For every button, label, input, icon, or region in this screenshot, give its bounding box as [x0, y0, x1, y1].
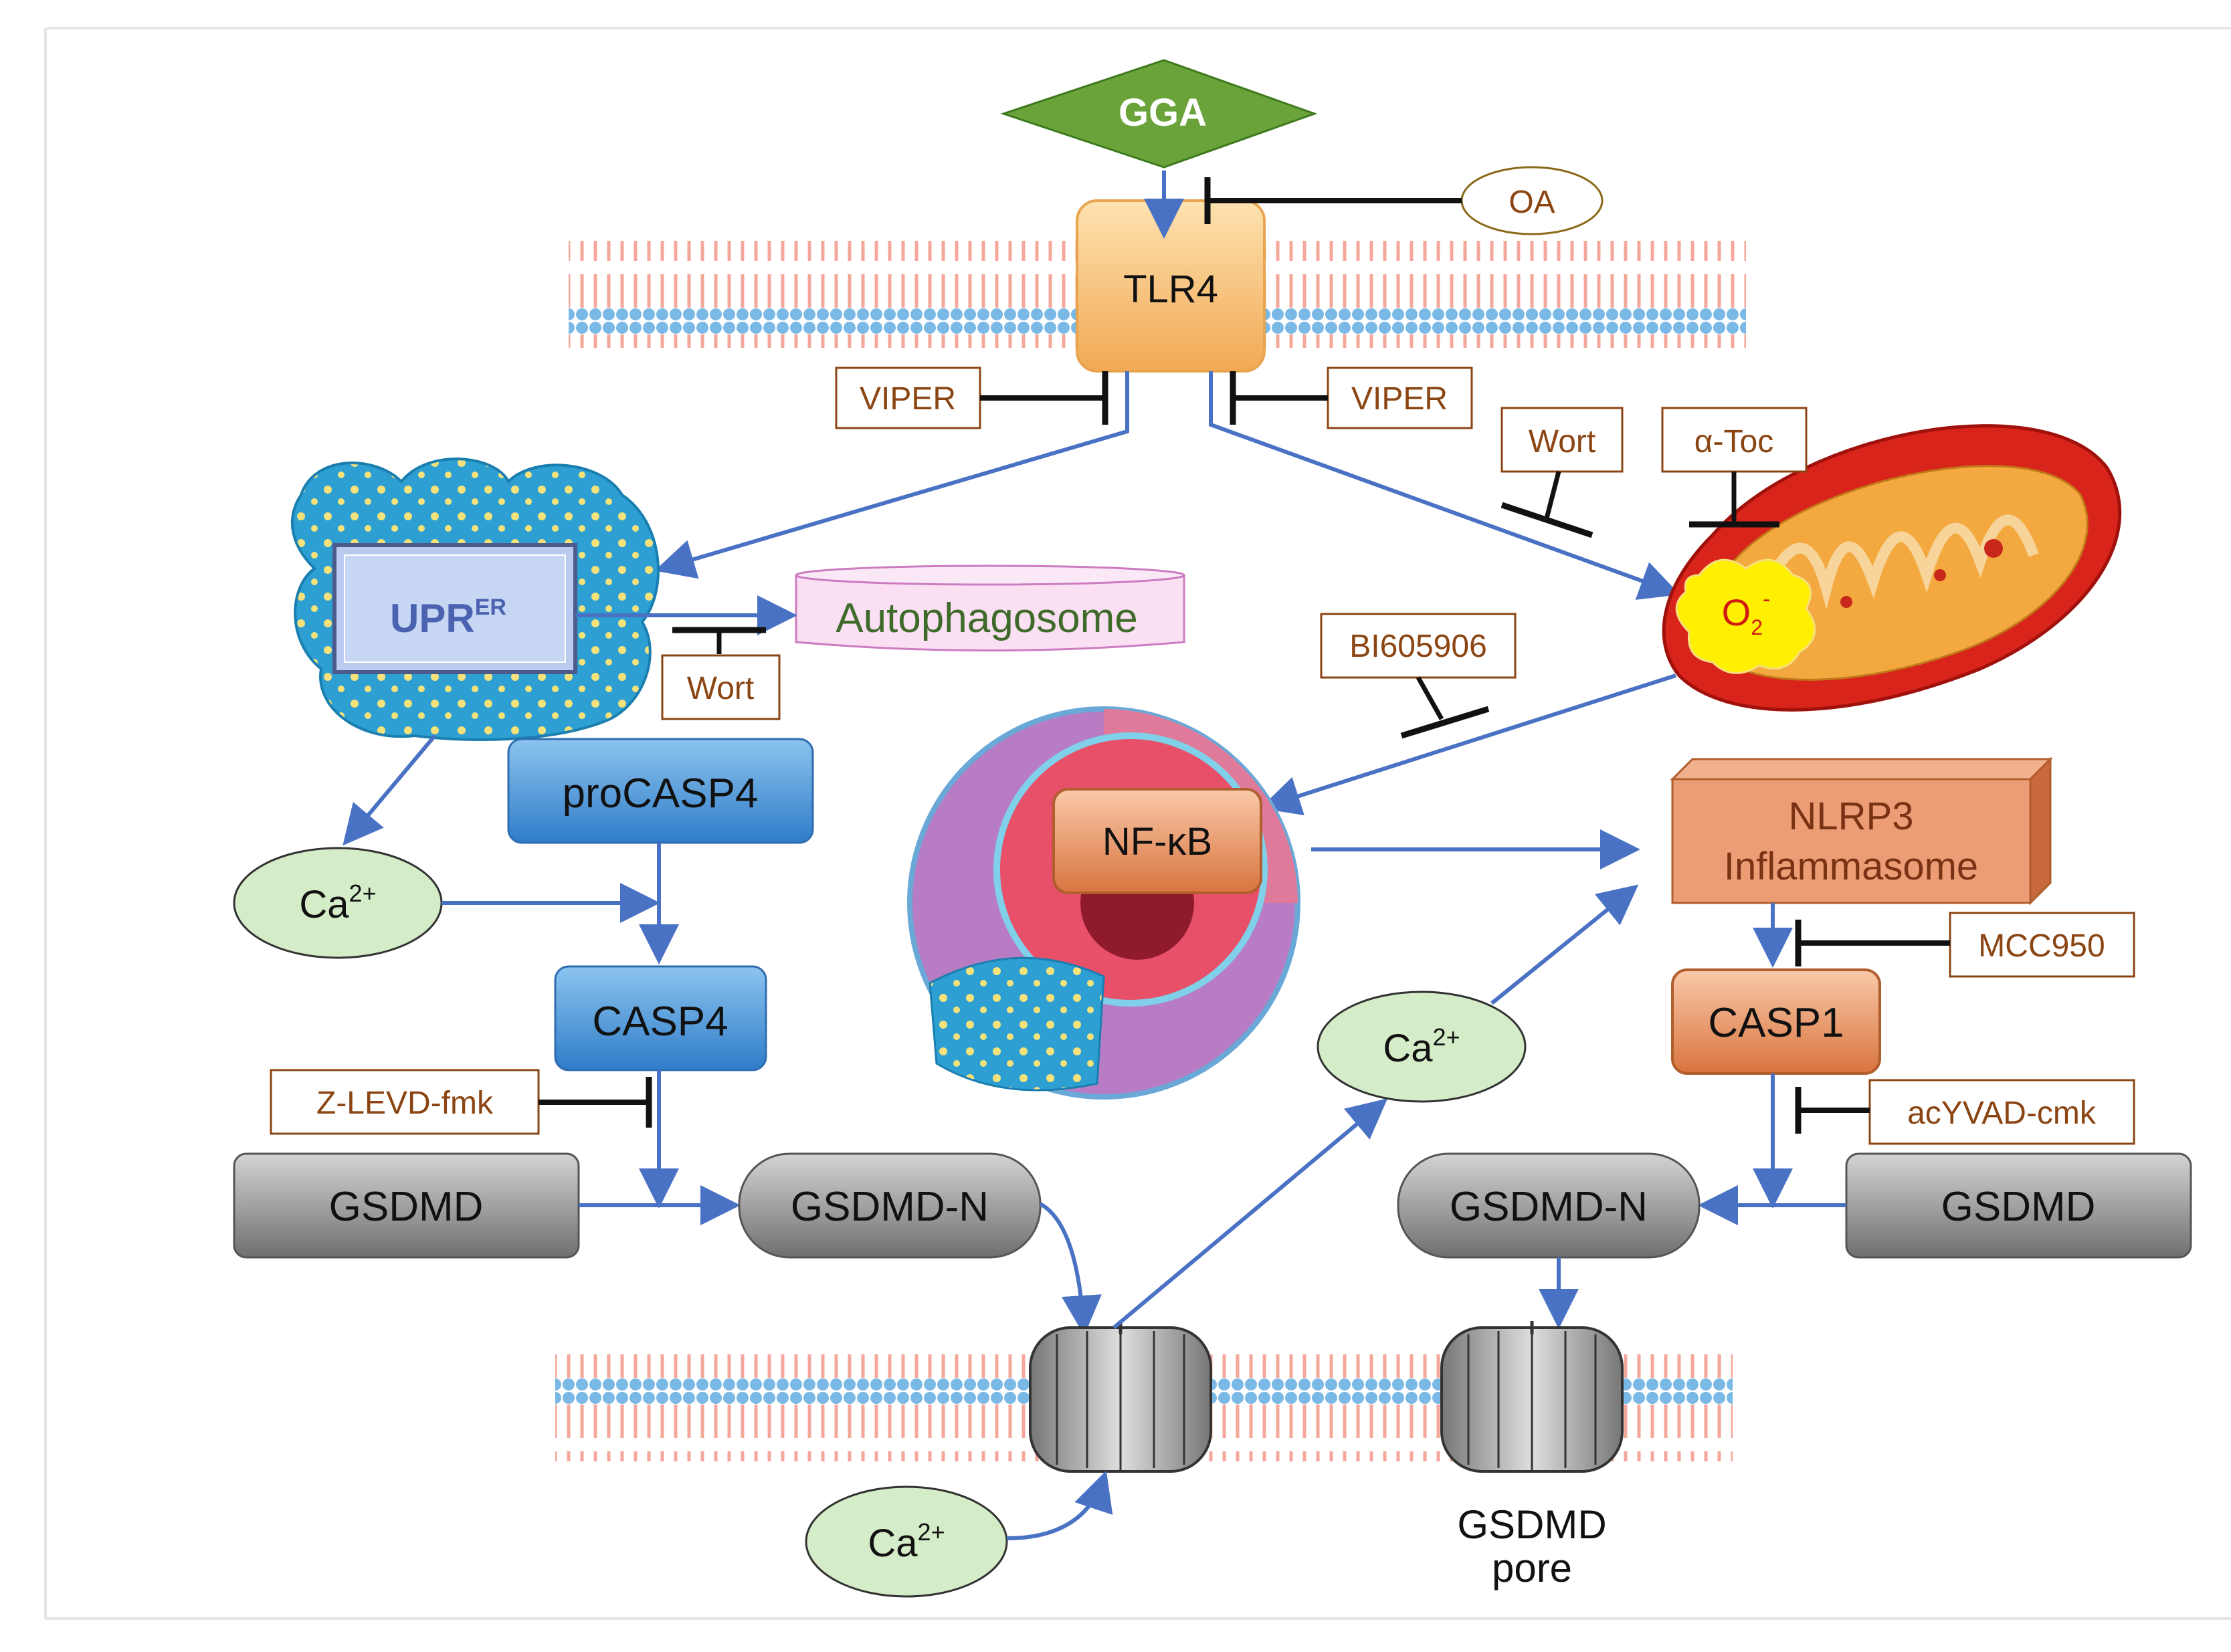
svg-text:GSDMD-N: GSDMD-N [1450, 1184, 1648, 1230]
gsdmd-pore-left [1029, 1321, 1212, 1473]
pore-label-line2: pore [1492, 1546, 1572, 1590]
ca-mid: Ca2+ [1317, 991, 1527, 1103]
procasp4-box: proCASP4 [507, 738, 814, 844]
svg-text:TLR4: TLR4 [1123, 268, 1218, 311]
svg-text:MCC950: MCC950 [1978, 928, 2105, 964]
svg-text:OA: OA [1509, 185, 1555, 220]
svg-text:α-Toc: α-Toc [1694, 424, 1773, 459]
mito-to-nfkb-arrow [1260, 674, 1676, 815]
bi605906-box: BI605906 [1320, 613, 1517, 679]
wort-mito-box: Wort [1500, 407, 1624, 473]
svg-text:CASP1: CASP1 [1708, 1000, 1844, 1046]
viper-right-box: VIPER [1327, 367, 1473, 429]
svg-text:Ca2+: Ca2+ [1383, 1023, 1460, 1070]
ca-left: Ca2+ [233, 847, 443, 959]
svg-text:Z-LEVD-fmk: Z-LEVD-fmk [316, 1086, 494, 1121]
svg-text:acYVAD-cmk: acYVAD-cmk [1907, 1096, 2097, 1131]
svg-text:Ca2+: Ca2+ [299, 880, 376, 926]
nlrp3-inflammasome: NLRP3 Inflammasome [1670, 756, 2053, 906]
svg-text:proCASP4: proCASP4 [563, 770, 759, 817]
mcc950-box: MCC950 [1949, 912, 2135, 978]
svg-text:GSDMD: GSDMD [329, 1184, 484, 1230]
autophagosome-node: Autophagosome [795, 564, 1185, 651]
gga-node: GGA [1000, 59, 1318, 169]
pore-label-line1: GSDMD [1457, 1502, 1606, 1547]
svg-text:VIPER: VIPER [860, 381, 956, 417]
svg-text:CASP4: CASP4 [592, 999, 728, 1045]
gsdmdn-left-to-pore-arrow [1039, 1202, 1102, 1336]
zlevd-box: Z-LEVD-fmk [270, 1069, 540, 1135]
tlr4-to-mito-arrow [1209, 371, 1680, 600]
bi605906-bar [1400, 706, 1490, 739]
ca-mid-to-nlrp3-arrow [1490, 884, 1639, 1005]
gsdmd-right: GSDMD [1845, 1152, 2192, 1259]
wort-mito-bar [1500, 502, 1593, 538]
atoc-box: α-Toc [1661, 407, 1808, 473]
bi605906-stem [1416, 676, 1444, 720]
tlr4-to-er-arrow [654, 371, 1129, 579]
svg-text:Wort: Wort [687, 671, 754, 706]
svg-text:GSDMD-N: GSDMD-N [791, 1184, 989, 1230]
gsdmdn-left: GSDMD-N [738, 1152, 1042, 1259]
casp1-box: CASP1 [1671, 968, 1881, 1075]
gsdmd-pore-right [1440, 1321, 1624, 1473]
viper-left-box: VIPER [835, 367, 981, 429]
svg-text:Autophagosome: Autophagosome [836, 595, 1138, 641]
tlr4-receptor: TLR4 [1076, 199, 1266, 373]
er-to-ca-arrow [343, 734, 437, 846]
svg-text:BI605906: BI605906 [1349, 629, 1487, 664]
gsdmd-left: GSDMD [233, 1152, 580, 1259]
wort-mito-stem [1544, 471, 1561, 519]
superoxide-burst: O2- [1675, 558, 1816, 674]
svg-text:GSDMD: GSDMD [1941, 1184, 2096, 1230]
svg-text:UPRER: UPRER [390, 595, 506, 641]
svg-text:VIPER: VIPER [1351, 381, 1448, 417]
casp4-box: CASP4 [554, 965, 767, 1071]
svg-text:GGA: GGA [1119, 91, 1207, 134]
wort-er-box: Wort [661, 654, 781, 720]
svg-text:NLRP3: NLRP3 [1789, 795, 1914, 838]
svg-text:O2-: O2- [1722, 587, 1771, 639]
svg-text:Wort: Wort [1529, 424, 1595, 459]
acyvad-box: acYVAD-cmk [1868, 1079, 2135, 1145]
ca-bottom-to-pore-arrow [1006, 1470, 1113, 1540]
oa-inhibitor: OA [1460, 166, 1604, 235]
svg-text:Inflammasome: Inflammasome [1724, 845, 1978, 888]
upr-er-box: UPRER [332, 543, 577, 674]
nfkb-box: NF-κB [1052, 788, 1262, 894]
cell-nucleus [907, 706, 1300, 1100]
pore-to-ca-mid-arrow [1112, 1098, 1388, 1330]
svg-text:NF-κB: NF-κB [1102, 820, 1212, 863]
ca-bottom: Ca2+ [805, 1485, 1008, 1598]
gsdmdn-right: GSDMD-N [1397, 1152, 1701, 1259]
svg-text:Ca2+: Ca2+ [868, 1518, 945, 1565]
